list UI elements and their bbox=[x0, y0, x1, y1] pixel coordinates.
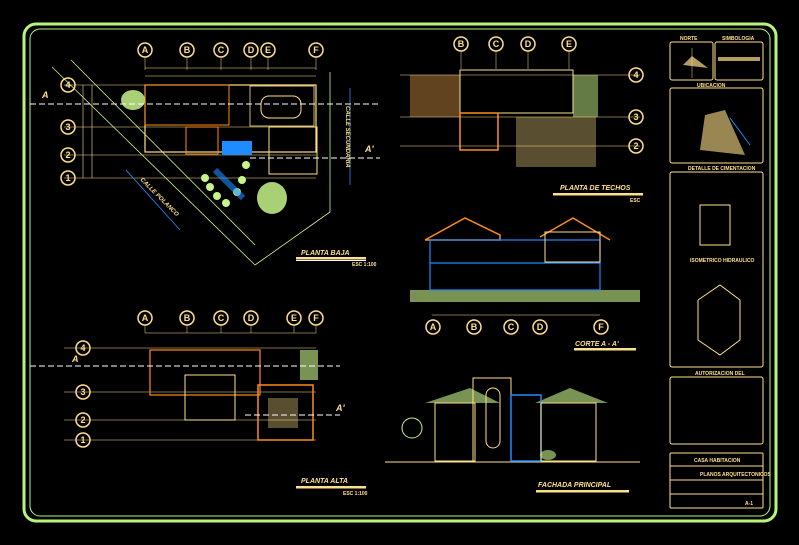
grid-row-3-label: 3 bbox=[65, 122, 70, 132]
grid-column-a-bubble bbox=[137, 42, 153, 58]
grid-column-c-bubble bbox=[503, 319, 519, 335]
grid-column-e-label: E bbox=[291, 313, 297, 323]
street-label: CALLE POLANCO bbox=[139, 177, 180, 218]
grid-column-f-label: F bbox=[598, 322, 604, 332]
grid-column-a-label: A bbox=[430, 322, 437, 332]
grid-row-3-bubble bbox=[628, 109, 644, 125]
grid-column-f-bubble bbox=[308, 42, 324, 58]
grid-row-1-label: 1 bbox=[65, 173, 70, 183]
fachada-title: FACHADA PRINCIPAL bbox=[538, 482, 611, 489]
grid-row-3-label: 3 bbox=[633, 112, 638, 122]
grid-column-b-label: B bbox=[471, 322, 478, 332]
grid-column-b-bubble bbox=[466, 319, 482, 335]
planta-alta-title: PLANTA ALTA bbox=[301, 478, 348, 485]
corte-view: CORTE A - A' A B C D F bbox=[410, 217, 640, 351]
grid-column-e-bubble bbox=[260, 42, 276, 58]
grid-column-e-label: E bbox=[265, 45, 271, 55]
grid-column-c-label: C bbox=[218, 45, 225, 55]
grid-column-f-bubble bbox=[593, 319, 609, 335]
sheet-number: A-1 bbox=[745, 501, 753, 507]
planta-techos-title: PLANTA DE TECHOS bbox=[560, 185, 631, 192]
grid-column-b-label: B bbox=[184, 313, 191, 323]
planta-techos-view: PLANTA DE TECHOS ESC B C D E 4 3 2 bbox=[400, 36, 644, 204]
grid-column-d-bubble bbox=[243, 42, 259, 58]
grid-column-a-label: A bbox=[142, 313, 149, 323]
grid-row-1-label: 1 bbox=[80, 435, 85, 445]
side-street-label: CALLE SECUNDARIA bbox=[344, 106, 350, 168]
grid-column-b-bubble bbox=[179, 310, 195, 326]
grid-row-2-label: 2 bbox=[633, 141, 638, 151]
section-mark-a: A bbox=[41, 90, 49, 100]
grid-row-4-bubble bbox=[60, 77, 76, 93]
grid-column-a-bubble bbox=[425, 319, 441, 335]
grid-row-2-label: 2 bbox=[65, 150, 70, 160]
grid-column-e-bubble bbox=[561, 36, 577, 52]
grid-column-a-label: A bbox=[142, 45, 149, 55]
grid-column-b-bubble bbox=[453, 36, 469, 52]
grid-column-f-label: F bbox=[313, 313, 319, 323]
grid-row-4-label: 4 bbox=[80, 343, 85, 353]
grid-column-d-bubble bbox=[520, 36, 536, 52]
grid-column-e-label: E bbox=[566, 39, 572, 49]
grid-row-3-bubble bbox=[75, 384, 91, 400]
simbologia-label: SIMBOLOGIA bbox=[722, 36, 755, 42]
planta-baja-title: PLANTA BAJA bbox=[301, 250, 350, 257]
sidebar-panels bbox=[669, 41, 764, 509]
grid-row-4-bubble bbox=[628, 67, 644, 83]
grid-column-b-label: B bbox=[184, 45, 191, 55]
grid-column-e-bubble bbox=[286, 310, 302, 326]
grid-column-d-label: D bbox=[248, 45, 255, 55]
grid-row-2-label: 2 bbox=[80, 415, 85, 425]
grid-column-d-label: D bbox=[525, 39, 532, 49]
grid-column-d-label: D bbox=[248, 313, 255, 323]
grid-column-c-bubble bbox=[213, 310, 229, 326]
isometrico-label: ISOMETRICO HIDRAULICO bbox=[690, 258, 755, 264]
grid-column-f-label: F bbox=[313, 45, 319, 55]
grid-column-b-bubble bbox=[179, 42, 195, 58]
grid-row-2-bubble bbox=[60, 147, 76, 163]
sheet-frame bbox=[22, 22, 778, 523]
norte-label: NORTE bbox=[680, 36, 698, 42]
project-title: CASA HABITACION bbox=[694, 458, 741, 464]
grid-row-1-bubble bbox=[75, 432, 91, 448]
grid-row-2-bubble bbox=[628, 138, 644, 154]
ubicacion-label: UBICACION bbox=[697, 83, 726, 89]
detalle-label: DETALLE DE CIMENTACION bbox=[688, 166, 756, 172]
planta-baja-view: CALLE POLANCO CALLE SECUNDARIA A A' PLAN… bbox=[30, 42, 380, 268]
grid-column-c-bubble bbox=[488, 36, 504, 52]
grid-column-f-bubble bbox=[308, 310, 324, 326]
grid-column-c-label: C bbox=[493, 39, 500, 49]
alta-section-mark-a: A bbox=[71, 354, 79, 364]
grid-row-2-bubble bbox=[75, 412, 91, 428]
grid-row-4-label: 4 bbox=[65, 80, 70, 90]
grid-column-d-bubble bbox=[532, 319, 548, 335]
grid-row-4-label: 4 bbox=[633, 70, 638, 80]
grid-column-d-bubble bbox=[243, 310, 259, 326]
planta-alta-scale: ESC 1:100 bbox=[343, 491, 368, 497]
alta-section-mark-a-prime: A' bbox=[335, 403, 345, 413]
grid-row-1-bubble bbox=[60, 170, 76, 186]
sheet-inner-frame bbox=[29, 28, 771, 517]
grid-column-b-label: B bbox=[458, 39, 465, 49]
section-mark-a-prime: A' bbox=[364, 144, 374, 154]
grid-column-c-bubble bbox=[213, 42, 229, 58]
corte-title: CORTE A - A' bbox=[575, 341, 619, 348]
fachada-view: FACHADA PRINCIPAL bbox=[385, 377, 640, 493]
grid-column-c-label: C bbox=[508, 322, 515, 332]
autorizacion-label: AUTORIZACION DEL bbox=[695, 371, 745, 377]
grid-column-a-bubble bbox=[137, 310, 153, 326]
planta-baja-scale: ESC 1:100 bbox=[352, 262, 377, 268]
planta-alta-view: A A' PLANTA ALTA ESC 1:100 A B C D E F 4 3 2 1 bbox=[30, 310, 368, 497]
grid-row-3-bubble bbox=[60, 119, 76, 135]
grid-column-c-label: C bbox=[218, 313, 225, 323]
planta-techos-scale: ESC bbox=[630, 198, 641, 204]
grid-row-4-bubble bbox=[75, 340, 91, 356]
grid-row-3-label: 3 bbox=[80, 387, 85, 397]
project-subtitle: PLANOS ARQUITECTONICOS bbox=[700, 472, 772, 478]
grid-column-d-label: D bbox=[537, 322, 544, 332]
